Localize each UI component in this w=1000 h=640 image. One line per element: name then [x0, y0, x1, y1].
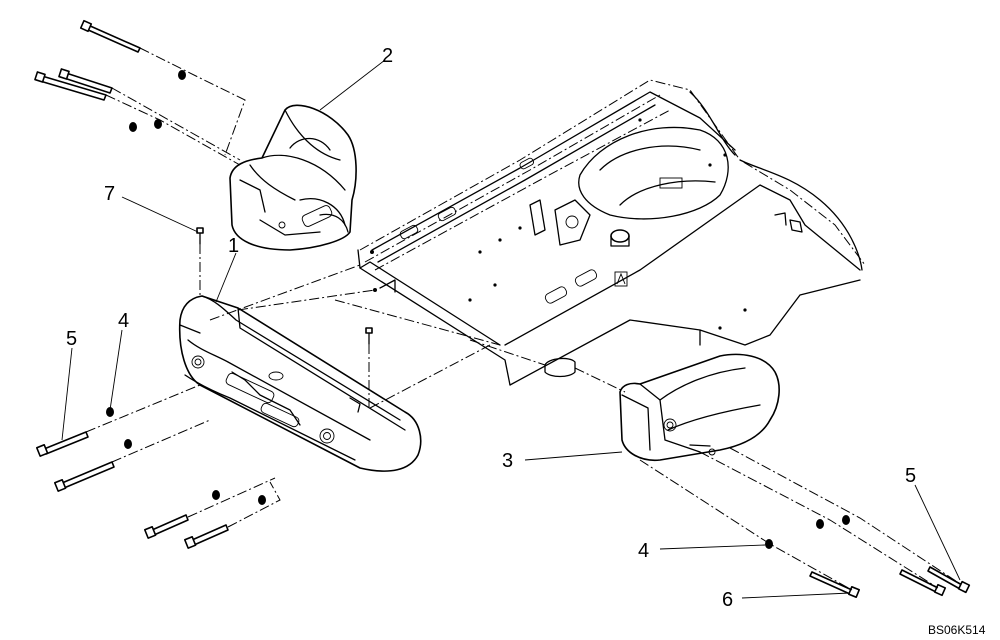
callout-5a: 5: [66, 328, 77, 350]
callout-4a: 4: [118, 310, 129, 332]
machine-frame: [357, 79, 866, 386]
center-lines: [85, 47, 963, 591]
leader-5b: [914, 484, 961, 581]
part-3-side-counterweight: [619, 353, 780, 462]
callout-4b: 4: [638, 540, 649, 562]
leader-4a: [109, 329, 123, 411]
leader-3: [524, 451, 623, 461]
part-2-upper-counterweight: [229, 104, 357, 251]
washers: [106, 70, 850, 549]
callout-labels: 2 7 1 4 5 3 4 6 5: [66, 45, 916, 611]
leader-5a: [61, 347, 73, 441]
callout-3: 3: [502, 450, 513, 472]
leader-7: [121, 196, 199, 233]
drawing-code: BS06K514: [928, 623, 986, 637]
part-1-front-counterweight: [178, 295, 422, 472]
leader-6: [741, 592, 851, 599]
callout-1: 1: [228, 235, 239, 257]
leader-1: [215, 252, 237, 303]
bolts: [34, 19, 971, 599]
callout-7: 7: [104, 183, 115, 205]
callout-6: 6: [722, 589, 733, 611]
leader-4b: [659, 544, 766, 550]
leader-2: [319, 59, 386, 111]
leader-lines: [61, 59, 961, 599]
callout-5b: 5: [905, 465, 916, 487]
callout-2: 2: [382, 45, 393, 67]
